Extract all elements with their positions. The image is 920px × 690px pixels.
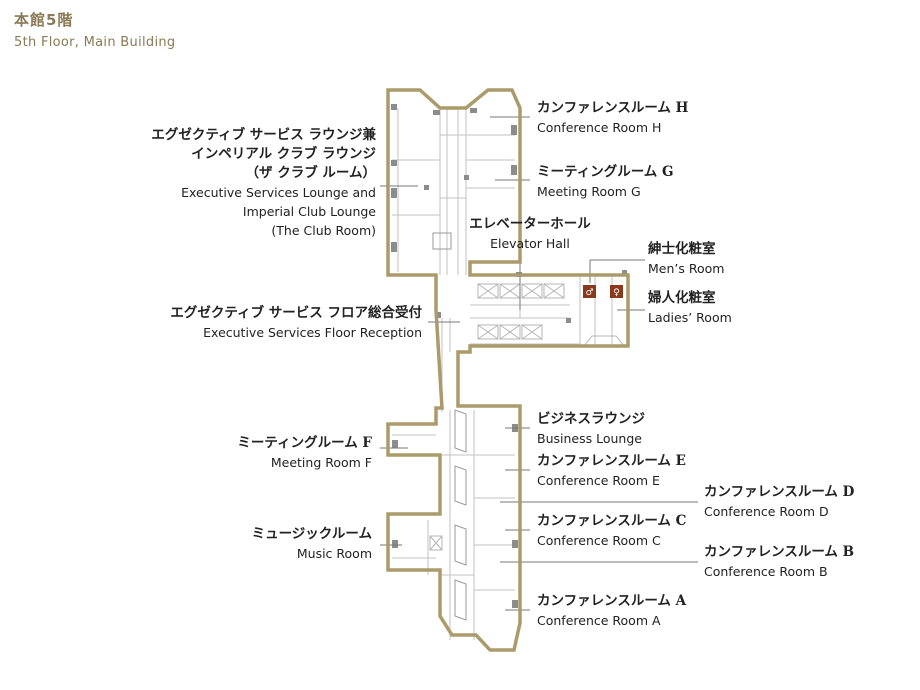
label-ja-line1: エグゼクティブ サービス ラウンジ兼 [151, 127, 376, 143]
label-ja: 紳士化粧室 [648, 241, 716, 257]
label-ja: ビジネスラウンジ [537, 411, 645, 427]
label-en: Meeting Room F [270, 455, 372, 470]
label-conference-room-h: カンファレンスルーム H Conference Room H [537, 99, 688, 137]
label-ja: カンファレンスルーム D [704, 484, 855, 500]
svg-text:♂: ♂ [585, 288, 593, 298]
page-title: 本館5階 [14, 11, 74, 29]
label-en: Conference Room D [704, 504, 829, 519]
building-outline [386, 88, 630, 652]
label-en: Conference Room C [537, 533, 661, 548]
label-ja: ミーティングルーム F [237, 435, 372, 451]
label-ja: ミュージックルーム [251, 526, 372, 542]
label-floor-reception: エグゼクティブ サービス フロア総合受付 Executive Services … [170, 304, 422, 342]
label-ja: カンファレンスルーム B [704, 544, 855, 560]
restroom-icons: ♂ ♀ [583, 285, 623, 298]
label-conference-room-d: カンファレンスルーム D Conference Room D [704, 483, 854, 521]
mens-restroom-icon [583, 285, 596, 298]
label-ladies-room: 婦人化粧室 Ladies’ Room [648, 289, 732, 327]
label-ja: ミーティングルーム G [537, 164, 674, 180]
label-en: Conference Room E [537, 473, 660, 488]
label-en: Executive Services Floor Reception [203, 325, 422, 340]
label-conference-room-b: カンファレンスルーム B Conference Room B [704, 543, 854, 581]
label-en: Ladies’ Room [648, 310, 732, 325]
label-ja: エレベーターホール [469, 216, 591, 232]
label-en: Conference Room H [537, 120, 662, 135]
label-en-line2: Imperial Club Lounge [242, 204, 376, 219]
label-meeting-room-g: ミーティングルーム G Meeting Room G [537, 163, 674, 201]
label-conference-room-c: カンファレンスルーム C Conference Room C [537, 512, 686, 550]
label-music-room: ミュージックルーム Music Room [252, 525, 372, 563]
wall-markers [391, 104, 627, 608]
label-en: Music Room [296, 546, 372, 561]
label-en: Elevator Hall [490, 236, 570, 251]
ladies-restroom-icon [610, 285, 623, 298]
label-en: Men’s Room [648, 261, 725, 276]
label-ja: 婦人化粧室 [648, 290, 716, 306]
label-ja: エグゼクティブ サービス フロア総合受付 [170, 305, 422, 321]
svg-text:♀: ♀ [613, 288, 620, 298]
label-conference-room-e: カンファレンスルーム E Conference Room E [537, 452, 686, 490]
label-ja: カンファレンスルーム A [537, 593, 687, 609]
label-en: Conference Room B [704, 564, 828, 579]
label-ja: カンファレンスルーム E [537, 453, 686, 469]
label-ja-line2: インペリアル クラブ ラウンジ [191, 146, 376, 162]
label-conference-room-a: カンファレンスルーム A Conference Room A [537, 592, 686, 630]
label-elevator-hall: エレベーターホール Elevator Hall [460, 215, 600, 253]
label-en: Meeting Room G [537, 184, 641, 199]
room-furniture-marks [432, 232, 467, 621]
label-en: Business Lounge [537, 431, 642, 446]
label-en-line1: Executive Services Lounge and [181, 185, 376, 200]
label-en: Conference Room A [537, 613, 661, 628]
elevator-shafts [429, 283, 626, 551]
label-en-line3: (The Club Room) [271, 223, 376, 238]
page-subtitle: 5th Floor, Main Building [14, 35, 176, 50]
label-mens-room: 紳士化粧室 Men’s Room [648, 240, 724, 278]
label-ja-line3: （ザ クラブ ルーム） [245, 165, 377, 181]
label-business-lounge: ビジネスラウンジ Business Lounge [537, 410, 645, 448]
label-ja: カンファレンスルーム H [537, 100, 689, 116]
label-club-lounge: エグゼクティブ サービス ラウンジ兼 インペリアル クラブ ラウンジ （ザ クラ… [151, 126, 376, 240]
label-meeting-room-f: ミーティングルーム F Meeting Room F [237, 434, 372, 472]
label-ja: カンファレンスルーム C [537, 513, 687, 529]
leader-lines [380, 116, 698, 611]
